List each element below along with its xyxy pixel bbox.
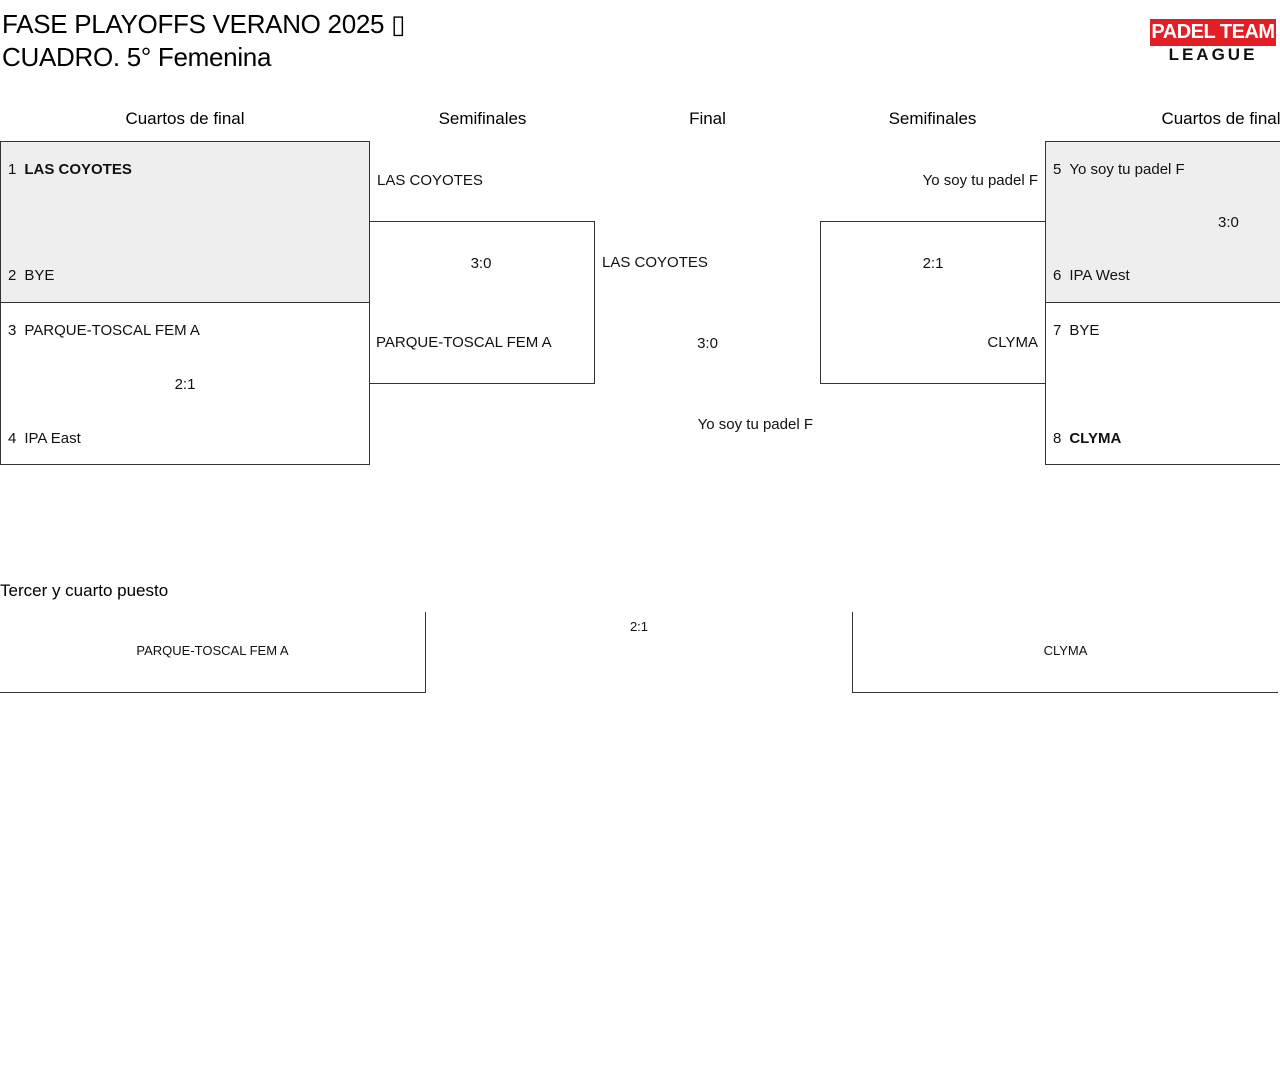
team-name: PARQUE-TOSCAL FEM A bbox=[136, 643, 289, 658]
team-name: Yo soy tu padel F bbox=[1069, 161, 1185, 178]
match-score: 2:1 bbox=[922, 255, 944, 272]
third-place-score: 2:1 bbox=[629, 619, 649, 634]
team-name: CLYMA bbox=[1043, 643, 1088, 658]
seed-number: 1 bbox=[8, 161, 17, 178]
third-place-title: Tercer y cuarto puesto bbox=[0, 581, 169, 600]
left-quarter-match-1: 1 LAS COYOTES 2 BYE bbox=[0, 141, 370, 303]
final-score: 3:0 bbox=[697, 335, 718, 352]
right-semi-team-a: Yo soy tu padel F bbox=[922, 172, 1038, 189]
page-subtitle: CUADRO. 5° Femenina bbox=[2, 42, 272, 72]
third-place-team-a-slot: PARQUE-TOSCAL FEM A bbox=[0, 612, 426, 693]
right-semi-team-b: CLYMA bbox=[987, 334, 1038, 351]
seed-number: 8 bbox=[1053, 430, 1062, 447]
team-name: BYE bbox=[24, 267, 55, 284]
column-header-final: Final bbox=[689, 109, 726, 128]
team-slot: 4 IPA East bbox=[8, 429, 81, 449]
left-semi-team-a: LAS COYOTES bbox=[377, 172, 483, 189]
final-team-a: LAS COYOTES bbox=[602, 254, 708, 271]
right-quarter-match-2: 7 BYE 8 CLYMA bbox=[1045, 302, 1280, 465]
column-header-left-semis: Semifinales bbox=[438, 109, 527, 128]
right-semi-bracket: 2:1 CLYMA bbox=[820, 221, 1046, 384]
match-score: 3:0 bbox=[1218, 214, 1239, 231]
team-slot: 3 PARQUE-TOSCAL FEM A bbox=[8, 321, 200, 341]
team-slot: 6 IPA West bbox=[1053, 266, 1130, 286]
match-score: 3:0 bbox=[470, 255, 492, 272]
team-slot: 2 BYE bbox=[8, 266, 54, 286]
match-score: 2:1 bbox=[174, 376, 196, 393]
column-header-right-quarters: Cuartos de final bbox=[1161, 109, 1280, 128]
seed-number: 3 bbox=[8, 322, 17, 339]
team-name: IPA East bbox=[24, 430, 81, 447]
logo-wordmark-top: PADEL TEAM bbox=[1150, 19, 1276, 46]
left-quarter-match-2: 3 PARQUE-TOSCAL FEM A 2:1 4 IPA East bbox=[0, 302, 370, 465]
team-name: IPA West bbox=[1069, 267, 1130, 284]
team-slot: 8 CLYMA bbox=[1053, 429, 1121, 449]
team-name: BYE bbox=[1069, 322, 1100, 339]
seed-number: 4 bbox=[8, 430, 17, 447]
seed-number: 7 bbox=[1053, 322, 1062, 339]
seed-number: 2 bbox=[8, 267, 17, 284]
seed-number: 5 bbox=[1053, 161, 1062, 178]
left-semi-team-b: PARQUE-TOSCAL FEM A bbox=[376, 334, 552, 351]
team-slot: 7 BYE bbox=[1053, 321, 1099, 341]
team-name: PARQUE-TOSCAL FEM A bbox=[24, 322, 200, 339]
final-team-b: Yo soy tu padel F bbox=[697, 416, 813, 433]
right-quarter-match-1: 5 Yo soy tu padel F 3:0 6 IPA West bbox=[1045, 141, 1280, 303]
team-slot: 1 LAS COYOTES bbox=[8, 160, 132, 180]
column-header-right-semis: Semifinales bbox=[888, 109, 977, 128]
third-place-team-b-slot: CLYMA bbox=[852, 612, 1278, 693]
seed-number: 6 bbox=[1053, 267, 1062, 284]
column-header-left-quarters: Cuartos de final bbox=[125, 109, 245, 128]
team-name: CLYMA bbox=[1069, 430, 1122, 447]
team-slot: 5 Yo soy tu padel F bbox=[1053, 160, 1185, 180]
page-title: FASE PLAYOFFS VERANO 2025 ▯ bbox=[2, 9, 406, 39]
team-name: LAS COYOTES bbox=[24, 161, 132, 178]
logo-wordmark-bottom: LEAGUE bbox=[1168, 45, 1258, 64]
left-semi-bracket: 3:0 PARQUE-TOSCAL FEM A bbox=[369, 221, 595, 384]
padel-team-league-logo: PADEL TEAM LEAGUE bbox=[1150, 19, 1276, 63]
